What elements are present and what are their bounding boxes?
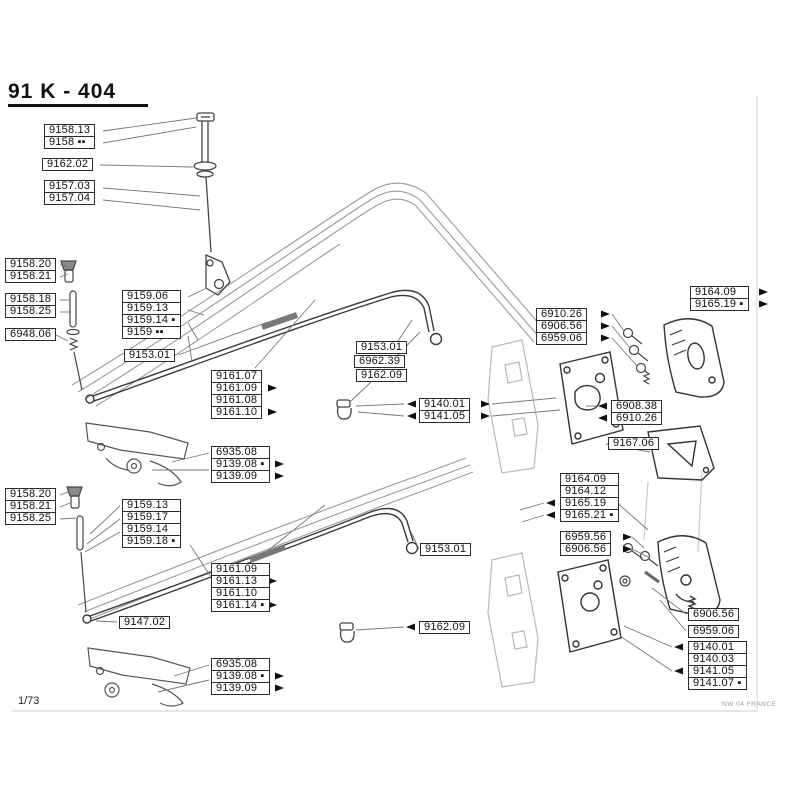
- part-number: 9158.25: [5, 305, 57, 318]
- window-frame-lines: [71, 182, 548, 620]
- label-group-rods-upper: 9161.07 9161.09 9161.08 9161.10: [211, 370, 263, 419]
- lock-plate-lower: [557, 559, 622, 653]
- part-number: 9139.09: [211, 682, 270, 695]
- part-number: 9141.07 ▪: [688, 677, 747, 690]
- control-rod-upper: [85, 289, 443, 404]
- part-number: 9167.06: [608, 437, 660, 450]
- part-number: 6959.06: [688, 625, 740, 638]
- label-group-knob-lower: 9158.20 9158.21 9158.25: [5, 488, 57, 525]
- door-panel-upper: [487, 339, 703, 553]
- leader-lines: [55, 117, 687, 693]
- part-number: 9162.02: [42, 158, 94, 171]
- label-group-screws-lower: 6959.56 6906.56: [560, 531, 612, 556]
- label-group-spring-upper: 6948.06: [5, 328, 57, 341]
- part-number: 9161.10: [211, 406, 263, 419]
- part-number: 6910.26: [611, 412, 663, 425]
- print-watermark: NW 04 FRANCE: [722, 701, 777, 708]
- control-rod-lower: [82, 507, 419, 624]
- part-number: 9159.18 ▪: [122, 535, 181, 548]
- label-group-spring-right-lower: 6959.06: [688, 625, 740, 638]
- part-number: 9158.21: [5, 270, 57, 283]
- part-number: 6935.08: [211, 446, 270, 459]
- screws-lower: [619, 542, 660, 587]
- label-group-screw-right-lower: 6906.56: [688, 608, 740, 621]
- label-group-screws-plate-upper: 6908.38 6910.26: [611, 400, 663, 425]
- knob-pin-upper: [60, 260, 83, 391]
- page-title: 91 K - 404: [8, 80, 117, 103]
- latch-assembly-upper: [85, 422, 189, 487]
- part-number: 9153.01: [356, 341, 408, 354]
- part-number: 9165.19 ▪: [690, 298, 749, 311]
- part-number: 9141.05: [419, 410, 471, 423]
- label-group-sleeve-upper-mid: 9153.01: [356, 341, 408, 354]
- door-panel-lower: [487, 552, 539, 688]
- part-number: 9158.25: [5, 512, 57, 525]
- label-group-pin-upper: 9158.18 9158.25: [5, 293, 57, 318]
- page-edge-lines: [12, 96, 758, 712]
- bolt-part: [193, 112, 231, 296]
- title-underline: [8, 104, 148, 107]
- label-group-washer-top: 9162.02: [42, 158, 94, 171]
- part-number: 6906.56: [560, 543, 612, 556]
- label-group-bolt-top: 9158.13 9158 ▪▪: [44, 124, 96, 149]
- label-group-circlip-lower: 9147.02: [119, 616, 171, 629]
- knob-pin-lower: [66, 486, 87, 613]
- label-group-sleeve-upper-left: 9153.01: [124, 349, 176, 362]
- label-group-knob-upper: 9158.20 9158.21: [5, 258, 57, 283]
- striker-plate-upper: [663, 318, 725, 398]
- part-number: 6959.06: [536, 332, 588, 345]
- striker-plate-lower: [657, 535, 721, 616]
- part-number: 9153.01: [124, 349, 176, 362]
- part-number: 9161.09: [211, 563, 270, 576]
- part-number: 9147.02: [119, 616, 171, 629]
- screws-upper: [622, 327, 651, 385]
- part-number: 9139.09: [211, 470, 270, 483]
- part-number: 9162.09: [356, 369, 408, 382]
- label-group-link-mid: 6962.39: [354, 355, 406, 368]
- part-number: 9159 ▪▪: [122, 326, 181, 339]
- part-number: 9140.01: [419, 398, 471, 411]
- label-group-lock-clips-lower: 9140.01 9140.03 9141.05 9141.07 ▪: [688, 641, 747, 690]
- grommet-clip-upper: [336, 399, 352, 420]
- part-number: 6962.39: [354, 355, 406, 368]
- leader-arrows: [268, 288, 768, 692]
- label-group-striker-upper: 9164.09 9165.19 ▪: [690, 286, 749, 311]
- part-number: 6906.56: [688, 608, 740, 621]
- grommet-clip-lower: [339, 622, 355, 643]
- label-group-clip-lower: 9162.09: [419, 621, 471, 634]
- label-group-bracket-right: 9167.06: [608, 437, 660, 450]
- label-group-latch-lower: 6935.08 9139.08 ▪ 9139.09: [211, 658, 270, 695]
- label-group-bushings-upper: 9159.06 9159.13 9159.14 ▪ 9159 ▪▪: [122, 290, 181, 339]
- page-number: 1/73: [18, 695, 40, 707]
- label-group-striker-lower: 9164.09 9164.12 9165.19 9165.21 ▪: [560, 473, 619, 522]
- label-group-rod-top: 9157.03 9157.04: [44, 180, 96, 205]
- part-number: 9164.09: [560, 473, 619, 486]
- bracket-plate-right: [647, 425, 715, 481]
- label-group-rods-lower: 9161.09 9161.13 9161.10 9161.14 ▪: [211, 563, 270, 612]
- label-group-bushings-lower: 9159.13 9159.17 9159.14 9159.18 ▪: [122, 499, 181, 548]
- part-number: 9162.09: [419, 621, 471, 634]
- label-group-clip-upper: 9162.09: [356, 369, 408, 382]
- label-group-sleeve-lower: 9153.01: [420, 543, 472, 556]
- label-group-lock-clips-upper: 9140.01 9141.05: [419, 398, 471, 423]
- part-number: 9165.21 ▪: [560, 509, 619, 522]
- lock-plate-upper: [559, 351, 624, 445]
- latch-assembly-lower: [87, 647, 191, 707]
- part-number: 9158 ▪▪: [44, 136, 96, 149]
- label-group-screws-upper: 6910.26 6906.56 6959.06: [536, 308, 588, 345]
- label-group-latch-upper: 6935.08 9139.08 ▪ 9139.09: [211, 446, 270, 483]
- part-number: 9161.14 ▪: [211, 599, 270, 612]
- part-number: 9157.04: [44, 192, 96, 205]
- part-number: 9153.01: [420, 543, 472, 556]
- part-number: 6948.06: [5, 328, 57, 341]
